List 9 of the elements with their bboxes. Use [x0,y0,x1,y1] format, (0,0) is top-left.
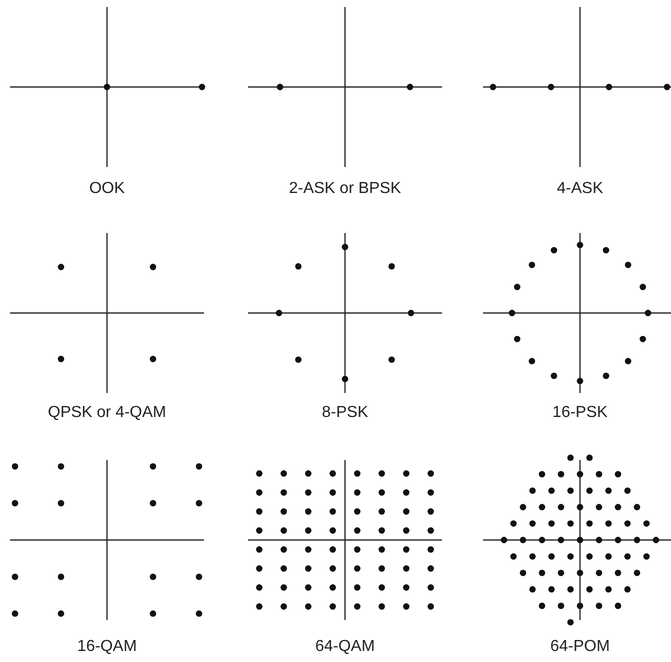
constellation-caption: 8-PSK [322,404,368,422]
constellation-caption: OOK [89,180,125,198]
constellation-caption: 4-ASK [556,180,604,198]
constellation-caption: 16-QAM [77,638,137,656]
constellation-caption: 64-POM [550,638,610,656]
constellation-caption: 2-ASK or BPSK [288,180,402,198]
constellation-caption: QPSK or 4-QAM [48,404,166,422]
constellation-caption: 16-PSK [552,404,608,422]
constellation-caption: 64-QAM [315,638,375,656]
